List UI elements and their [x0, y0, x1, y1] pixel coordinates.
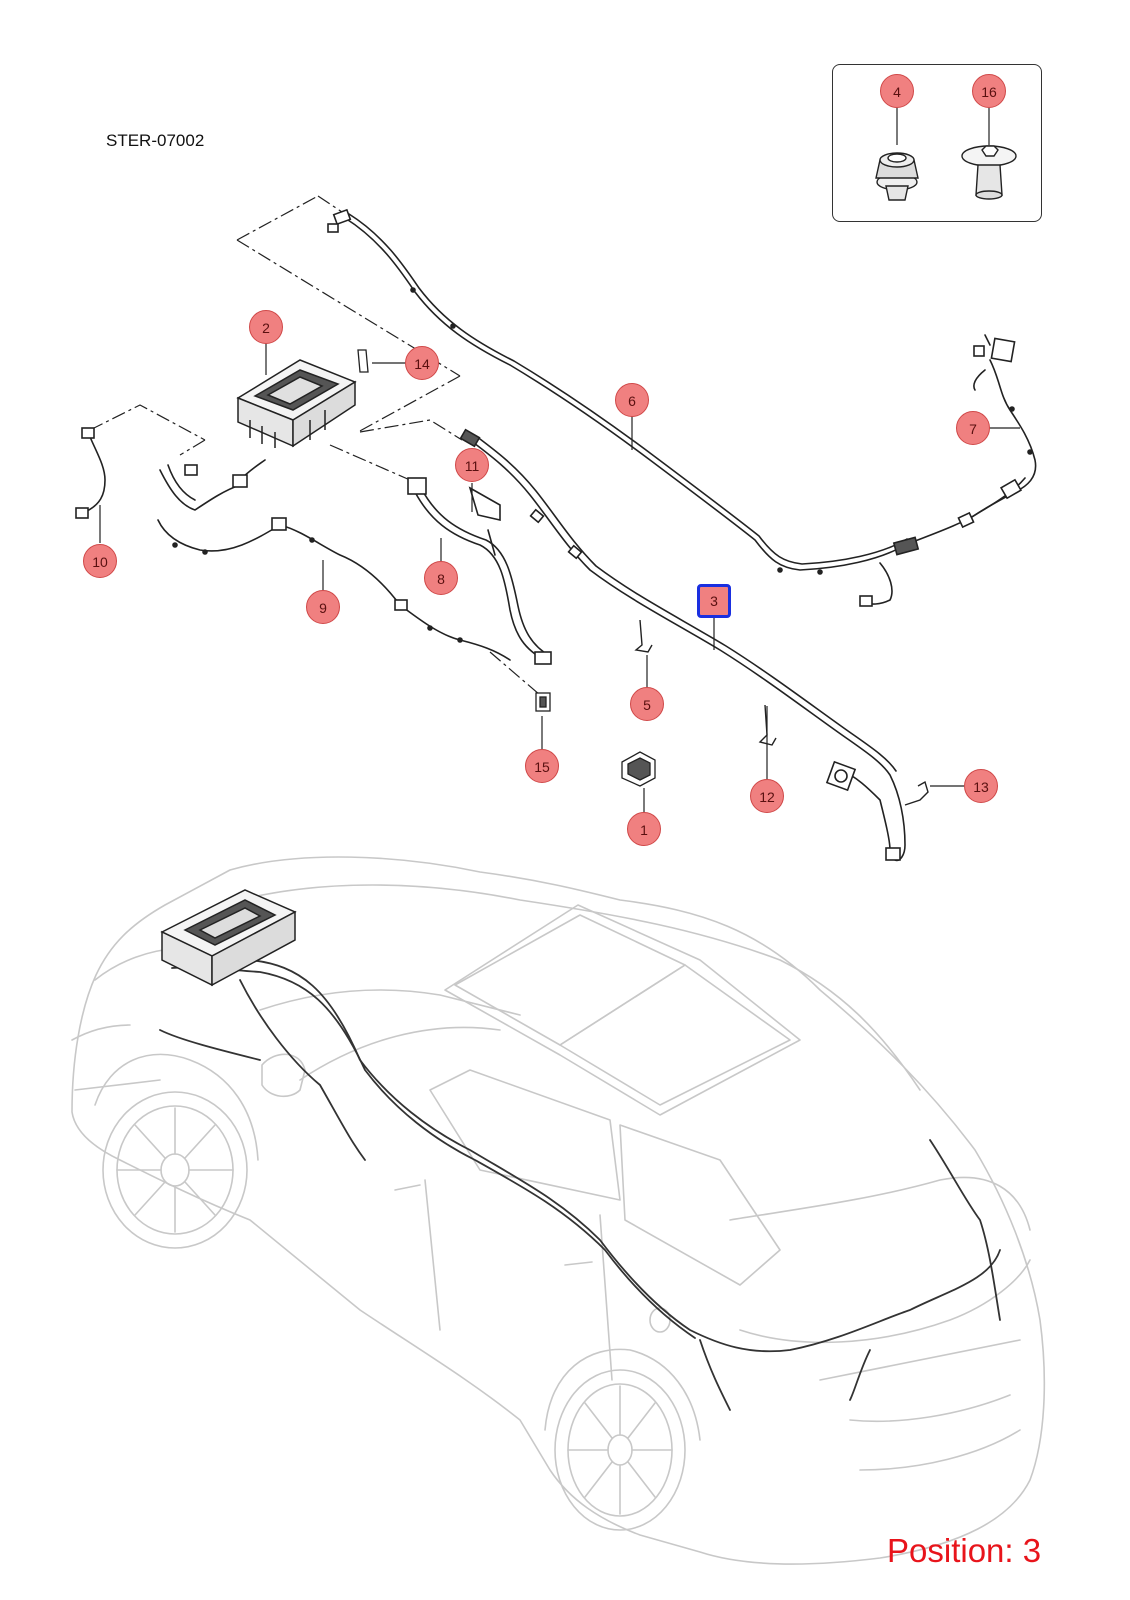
part-12-clip — [758, 704, 777, 746]
callout-12[interactable]: 12 — [750, 779, 784, 813]
callout-13[interactable]: 13 — [964, 769, 998, 803]
callout-1[interactable]: 1 — [627, 812, 661, 846]
part-1-sensor — [621, 751, 656, 787]
module-2 — [236, 359, 357, 448]
part-15-connector — [535, 692, 551, 712]
position-indicator: Position: 3 — [887, 1532, 1042, 1569]
screw-16-illustration — [961, 145, 1017, 200]
callout-8[interactable]: 8 — [424, 561, 458, 595]
callout-14[interactable]: 14 — [405, 346, 439, 380]
callout-6[interactable]: 6 — [615, 383, 649, 417]
vehicle-module — [160, 889, 297, 987]
callout-15[interactable]: 15 — [525, 749, 559, 783]
harness-6 — [327, 208, 1026, 607]
diagram-reference-code: STER-07002 — [106, 131, 205, 150]
callout-9[interactable]: 9 — [306, 590, 340, 624]
callout-2[interactable]: 2 — [249, 310, 283, 344]
harness-7 — [971, 334, 1037, 518]
part-14-bracket — [357, 349, 369, 373]
callout-5[interactable]: 5 — [630, 687, 664, 721]
bolt-4-illustration — [875, 152, 919, 201]
callout-7[interactable]: 7 — [956, 411, 990, 445]
callout-10[interactable]: 10 — [83, 544, 117, 578]
callout-11[interactable]: 11 — [455, 448, 489, 482]
harness-8 — [407, 477, 552, 665]
part-5-clip — [634, 619, 653, 653]
vehicle-outline — [71, 856, 1046, 1565]
hardware-inset-frame — [832, 64, 1042, 222]
part-13-clip — [904, 780, 929, 806]
harness-9 — [157, 459, 511, 661]
callout-3[interactable]: 3 — [697, 584, 731, 618]
callout-4[interactable]: 4 — [880, 74, 914, 108]
callout-16[interactable]: 16 — [972, 74, 1006, 108]
guide-lines — [89, 195, 541, 696]
harness-3 — [459, 428, 906, 862]
harness-10 — [75, 427, 106, 519]
vehicle-harness — [159, 956, 1001, 1411]
